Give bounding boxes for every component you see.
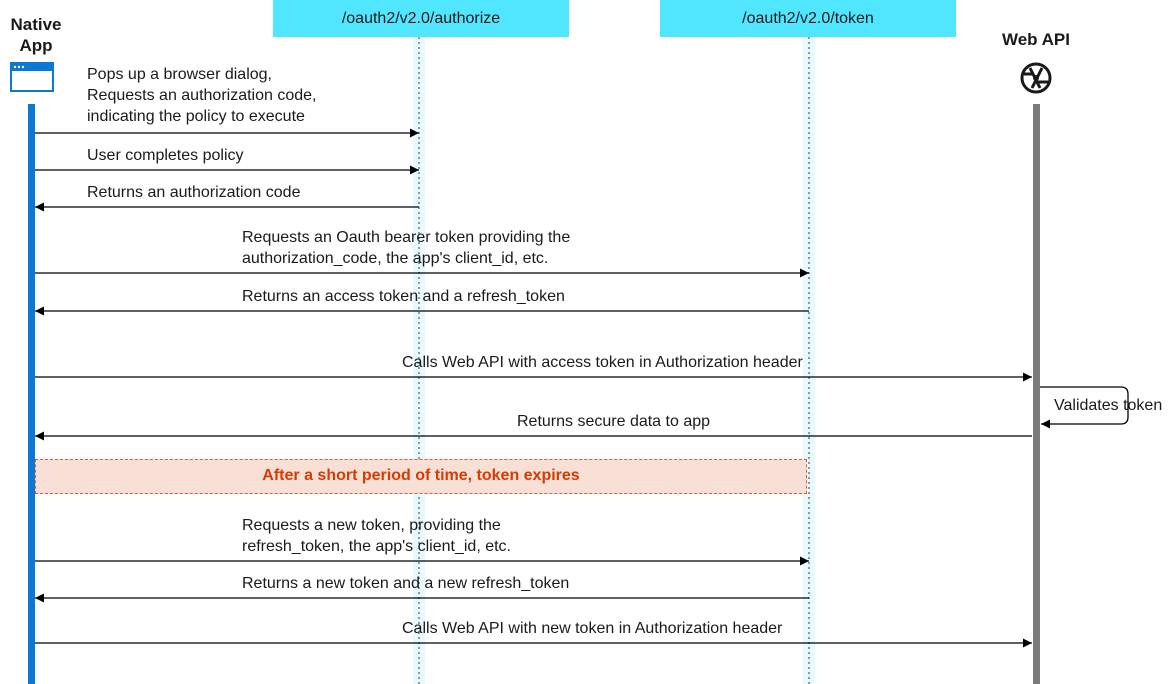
msg-2-label: User completes policy xyxy=(87,147,244,164)
authorize-endpoint-header: /oauth2/v2.0/authorize xyxy=(273,0,569,37)
msg-7-self-arrow xyxy=(1040,386,1129,429)
msg-4-label: Requests an Oauth bearer token providing… xyxy=(242,229,571,267)
msg-11-label: Calls Web API with new token in Authoriz… xyxy=(402,620,783,637)
native-app-lifeline xyxy=(28,104,35,684)
msg-3-label: Returns an authorization code xyxy=(87,184,301,201)
token-lifeline xyxy=(803,37,815,684)
token-endpoint-header: /oauth2/v2.0/token xyxy=(660,0,956,37)
msg-9-label: Requests a new token, providing the refr… xyxy=(242,517,511,555)
authorize-lifeline xyxy=(413,37,425,684)
msg-7-label: Validates token xyxy=(1054,397,1163,414)
msg-5-label: Returns an access token and a refresh_to… xyxy=(242,288,565,305)
msg-1-label: Pops up a browser dialog, Requests an au… xyxy=(87,66,317,125)
browser-window-icon xyxy=(10,62,54,92)
msg-10-label: Returns a new token and a new refresh_to… xyxy=(242,575,570,592)
native-app-label: Native App xyxy=(10,15,62,55)
msg-8-label: Returns secure data to app xyxy=(517,413,711,430)
web-api-globe-icon xyxy=(1020,62,1052,94)
msg-6-label: Calls Web API with access token in Autho… xyxy=(402,354,803,371)
web-api-label: Web API xyxy=(1001,30,1070,49)
token-expiry-banner: After a short period of time, token expi… xyxy=(35,459,807,494)
web-api-lifeline xyxy=(1033,104,1040,684)
